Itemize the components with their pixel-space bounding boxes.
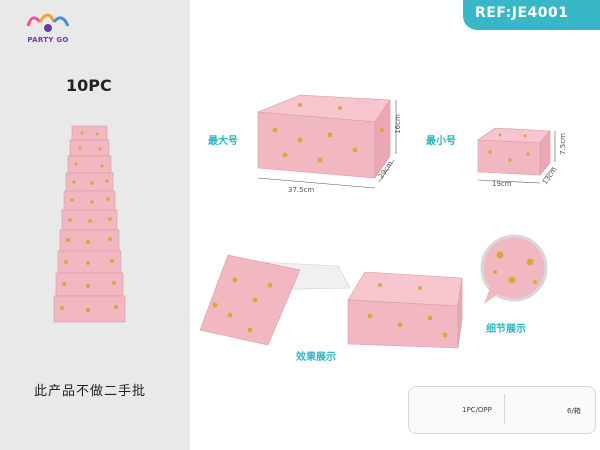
largest-size-label: 最大号 <box>208 136 238 147</box>
detail-display-label: 细节展示 <box>486 324 526 335</box>
brand-logo-text: PARTY GO <box>27 36 69 44</box>
no-resale-notice: 此产品不做二手批 <box>34 384 147 399</box>
effect-display-label: 效果展示 <box>296 352 336 363</box>
packaging-info-box <box>408 386 596 434</box>
largest-width-line <box>378 159 395 183</box>
smallest-size-label: 最小号 <box>426 136 456 147</box>
effect-lid-image <box>199 254 351 346</box>
piece-count: 10PC <box>66 76 112 95</box>
smallest-length-dimension: 19cm <box>492 180 512 188</box>
per-carton-text: 6/箱 <box>567 407 581 415</box>
largest-box-image <box>257 94 391 179</box>
per-bag-text: 1PC/OPP <box>462 406 492 414</box>
effect-box-image <box>347 271 463 349</box>
box-stack-image <box>53 125 126 323</box>
detail-zoom-image <box>480 234 548 304</box>
largest-height-dimension: 16cm <box>393 114 402 134</box>
smallest-height-dimension: 7.5cm <box>558 133 567 155</box>
brand-logo: PARTY GO <box>18 6 78 46</box>
smallest-width-line <box>542 166 554 181</box>
packaging-divider <box>504 394 505 424</box>
smallest-length-line <box>477 179 541 184</box>
ref-code: REF:JE4001 <box>475 5 569 21</box>
left-panel: PARTY GO 10PC 此产品不做二手批 <box>0 0 190 450</box>
ref-tag-background <box>463 0 600 30</box>
party-mask-icon <box>26 13 70 32</box>
largest-length-dimension: 37.5cm <box>288 186 315 194</box>
largest-length-line <box>257 177 376 189</box>
smallest-box-image <box>477 127 551 176</box>
